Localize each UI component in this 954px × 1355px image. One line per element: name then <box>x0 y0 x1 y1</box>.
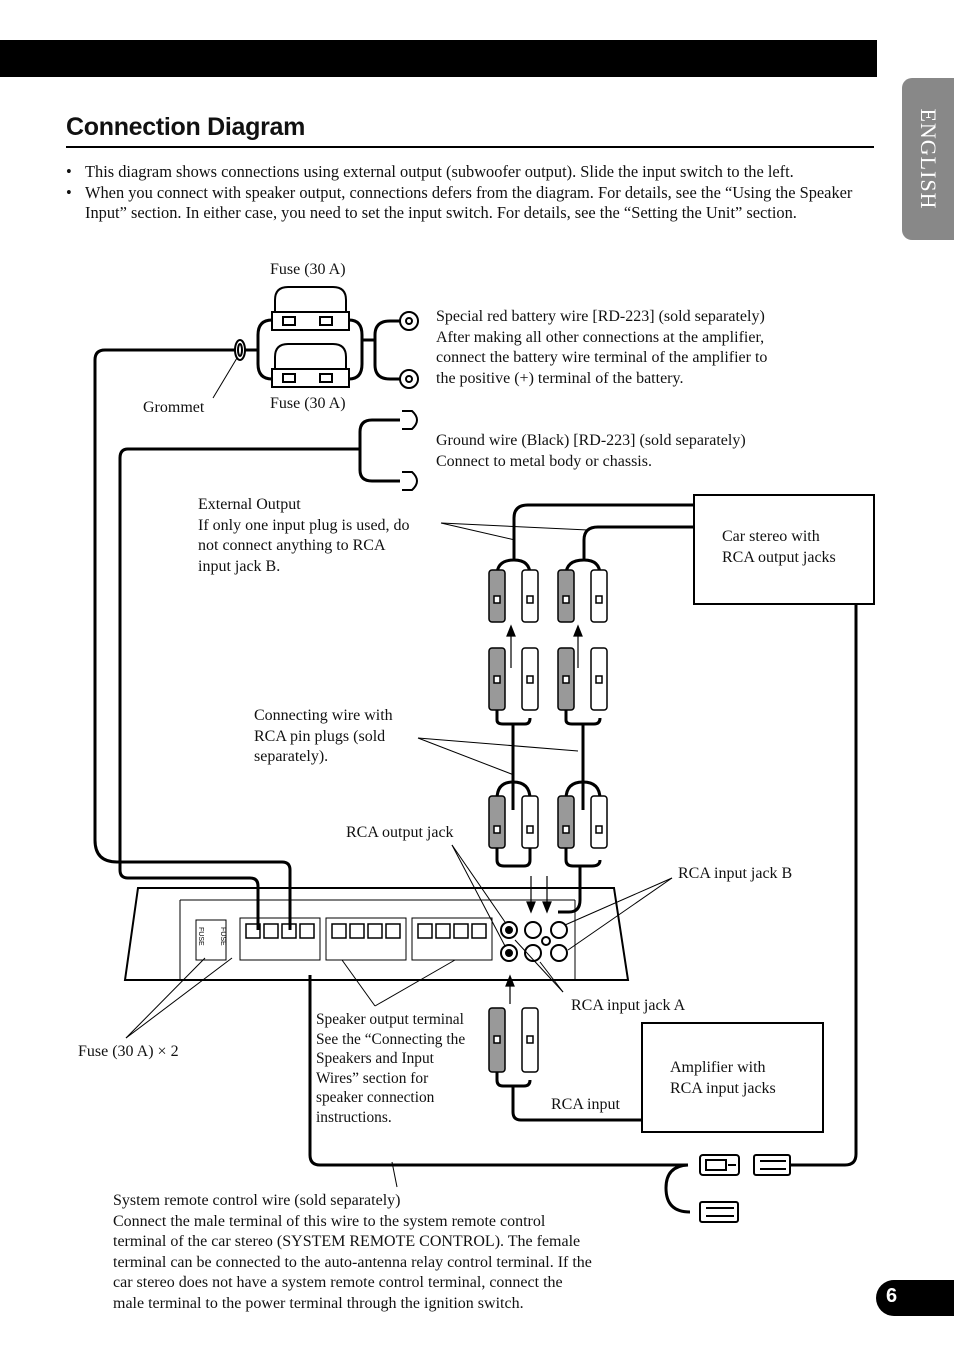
language-tab[interactable]: ENGLISH <box>902 78 954 240</box>
rca-plugs <box>488 569 608 1073</box>
fuse-mark-1: FUSE <box>197 927 204 946</box>
bullet-list: •This diagram shows connections using ex… <box>66 162 878 224</box>
battery-wire-label: Special red battery wire [RD-223] (sold … <box>436 308 768 387</box>
title-rule <box>66 146 874 148</box>
ground-wire-label: Ground wire (Black) [RD-223] (sold separ… <box>436 432 746 470</box>
page-number: 6 <box>886 1285 898 1307</box>
rca-input-jack-b-label: RCA input jack B <box>678 865 793 882</box>
rca-input-label: RCA input <box>551 1096 620 1113</box>
bullet-icon: • <box>66 182 72 202</box>
section-title: Connection Diagram <box>66 113 306 141</box>
fuse-x2-label: Fuse (30 A) × 2 <box>78 1043 179 1060</box>
rca-jacks <box>500 921 568 962</box>
male-terminal-icon-2 <box>699 1201 739 1223</box>
male-terminal-icon <box>699 1154 740 1176</box>
grommet-label: Grommet <box>143 399 205 416</box>
fuse-holder-bottom <box>271 343 350 388</box>
fuse-top-label: Fuse (30 A) <box>270 261 346 278</box>
rca-input-jack-a-label: RCA input jack A <box>571 997 686 1014</box>
header-bar <box>0 40 877 77</box>
fuse-holder-top <box>271 286 350 331</box>
page-number-badge: 6 <box>876 1280 954 1316</box>
bullet-item: •When you connect with speaker output, c… <box>66 182 853 223</box>
fuse-mark-2: FUSE <box>219 927 226 946</box>
rca-output-jack-label: RCA output jack <box>346 824 454 841</box>
car-stereo-box <box>693 494 875 605</box>
bullet-item: •This diagram shows connections using ex… <box>66 162 794 181</box>
amplifier-box <box>641 1022 824 1133</box>
female-terminal-icon <box>753 1154 791 1176</box>
grommet <box>234 339 246 361</box>
remote-wire-label: System remote control wire (sold separat… <box>113 1192 592 1312</box>
bullet-icon: • <box>66 162 72 181</box>
amplifier-unit <box>123 887 630 981</box>
fuse-bottom-label: Fuse (30 A) <box>270 395 346 412</box>
